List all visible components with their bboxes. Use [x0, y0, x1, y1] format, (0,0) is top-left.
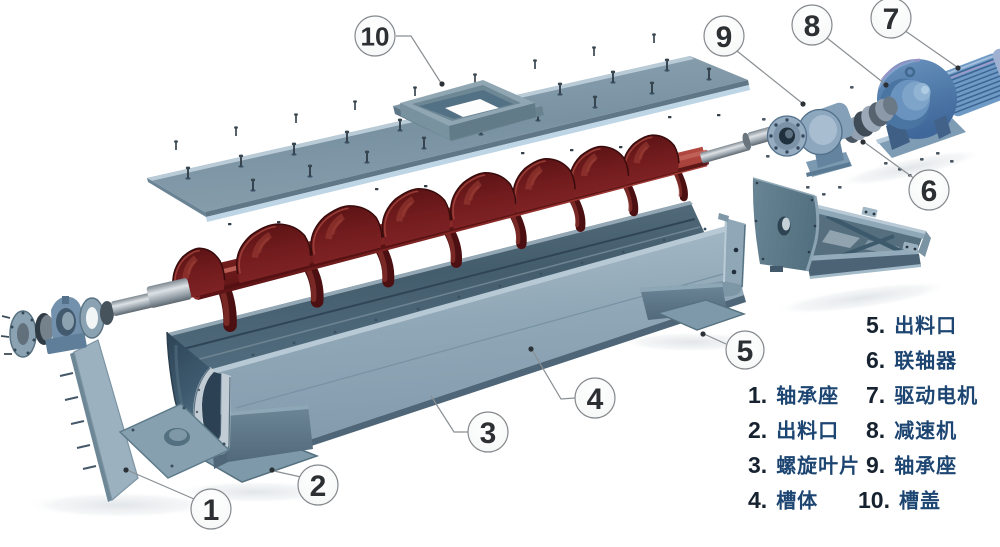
svg-text:8: 8	[804, 10, 821, 43]
svg-text:5: 5	[737, 335, 754, 368]
svg-text:2.出料口: 2.出料口	[748, 417, 839, 443]
svg-text:3.螺旋叶片: 3.螺旋叶片	[748, 452, 860, 478]
svg-text:3: 3	[480, 417, 497, 450]
svg-text:6.联轴器: 6.联轴器	[866, 347, 957, 373]
svg-text:10: 10	[361, 21, 390, 51]
svg-text:7.驱动电机: 7.驱动电机	[866, 382, 978, 408]
svg-text:5.出料口: 5.出料口	[866, 312, 957, 338]
svg-text:9.轴承座: 9.轴承座	[866, 452, 957, 478]
svg-text:9: 9	[716, 21, 733, 54]
svg-text:10.槽盖: 10.槽盖	[858, 487, 941, 513]
svg-text:1: 1	[203, 494, 220, 527]
svg-text:6: 6	[921, 175, 938, 208]
svg-text:4.槽体: 4.槽体	[748, 487, 818, 513]
svg-text:8.减速机: 8.减速机	[866, 417, 957, 443]
svg-text:1.轴承座: 1.轴承座	[748, 382, 839, 408]
svg-text:7: 7	[883, 3, 900, 36]
svg-text:4: 4	[587, 383, 604, 416]
svg-text:2: 2	[310, 470, 327, 503]
